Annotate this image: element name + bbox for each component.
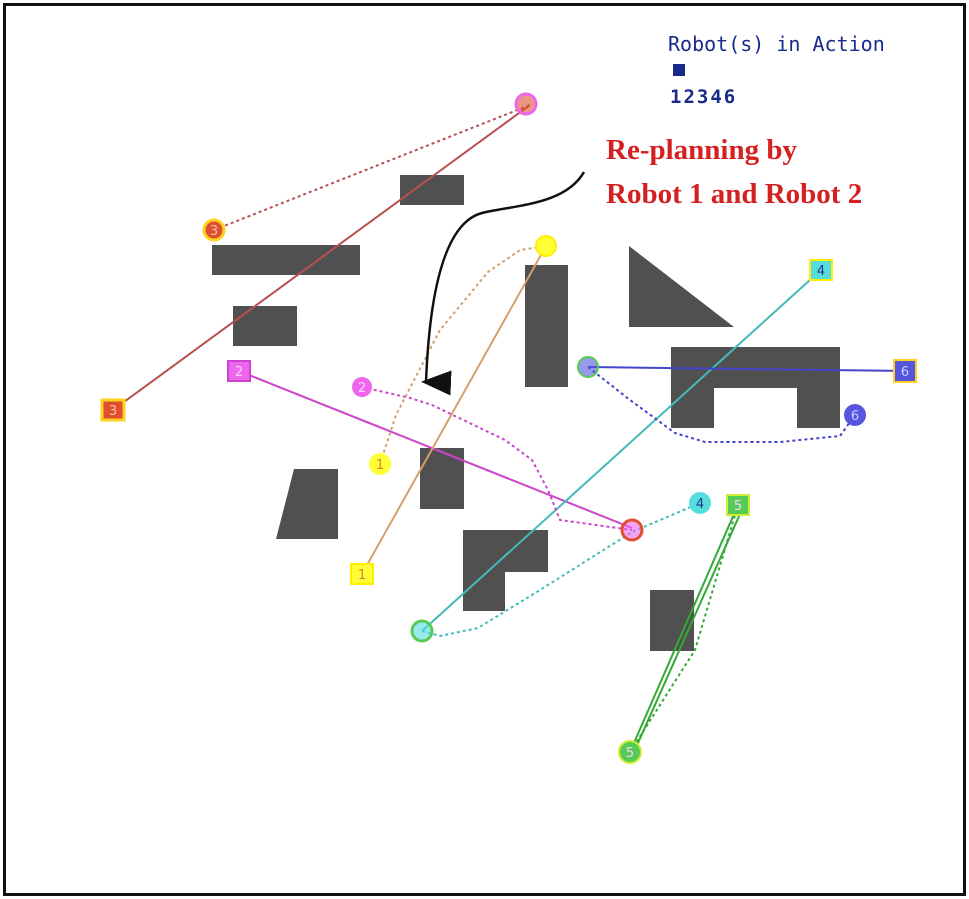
robot-4-start-marker: 4	[809, 259, 833, 281]
robot-3-goal-label: 3	[210, 224, 218, 239]
robot-4-current-marker	[410, 619, 434, 643]
actual-paths	[213, 104, 856, 753]
obstacle-9	[463, 530, 548, 611]
robot-2-start-marker: 2	[227, 360, 251, 382]
obstacle-3	[233, 306, 297, 346]
robot-3-current-marker	[514, 92, 538, 116]
robot-2-goal-marker: 2	[352, 377, 372, 397]
robot-6-start-label: 6	[901, 365, 909, 380]
robot-1-goal-marker: 1	[369, 453, 391, 475]
robot-4-goal-marker: 4	[689, 492, 711, 514]
legend-active-swatch	[673, 64, 685, 76]
robot-markers: 3 3 2 2 1 1	[100, 92, 917, 764]
annotation-line-1: Re-planning by	[606, 134, 797, 166]
robot-1-start-label: 1	[358, 568, 366, 583]
obstacle-5	[629, 246, 734, 327]
robot-1-current-marker	[535, 235, 557, 257]
robot-6-start-marker: 6	[893, 359, 917, 383]
replanning-annotation: Re-planning by Robot 1 and Robot 2	[606, 128, 946, 216]
obstacle-6	[671, 347, 840, 428]
robot-5-start-marker: 5	[726, 494, 750, 516]
planned-paths	[112, 104, 906, 753]
robot-5-goal-marker: 5	[618, 740, 642, 764]
map-frame	[3, 3, 966, 896]
legend-robot-ids: 12346	[670, 86, 738, 108]
robot-6-planned-path	[587, 366, 906, 372]
robot-6-goal-marker: 6	[844, 404, 866, 426]
robot-3-start-marker: 3	[100, 398, 126, 422]
robot-4-goal-label: 4	[696, 497, 704, 512]
robot-2-actual-path	[361, 386, 633, 531]
robot-3-start-label: 3	[109, 404, 117, 419]
obstacle-8	[276, 469, 338, 539]
robot-4-start-label: 4	[817, 264, 825, 279]
robot-6-goal-label: 6	[851, 409, 859, 424]
robot-5-actual-path	[629, 504, 739, 753]
obstacle-4	[525, 265, 568, 387]
obstacle-2	[212, 245, 360, 275]
robot-2-goal-label: 2	[358, 381, 366, 396]
legend-title: Robot(s) in Action	[668, 32, 885, 56]
robot-2-planned-path	[238, 370, 633, 529]
robot-2-start-label: 2	[235, 365, 243, 380]
robot-1-planned-path	[361, 245, 547, 575]
robot-3-planned-path	[112, 104, 531, 411]
replanning-arrow	[421, 171, 586, 396]
obstacle-1	[400, 175, 464, 205]
robot-2-current-marker	[620, 518, 644, 542]
robot-6-current-marker	[577, 356, 599, 378]
robot-3-actual-path	[213, 104, 531, 231]
robot-1-actual-path	[379, 245, 547, 465]
robot-1-start-marker: 1	[350, 563, 374, 585]
annotation-line-2: Robot 1 and Robot 2	[606, 178, 863, 210]
robot-3-goal-marker: 3	[202, 218, 226, 242]
robot-6-actual-path	[587, 366, 856, 443]
robot-5-start-label: 5	[734, 499, 742, 514]
robot-5-goal-label: 5	[626, 746, 634, 761]
obstacles	[212, 175, 840, 651]
robot-5-planned-path-a	[629, 504, 739, 753]
robot-1-goal-label: 1	[376, 458, 384, 473]
robot-4-planned-path	[421, 269, 822, 632]
